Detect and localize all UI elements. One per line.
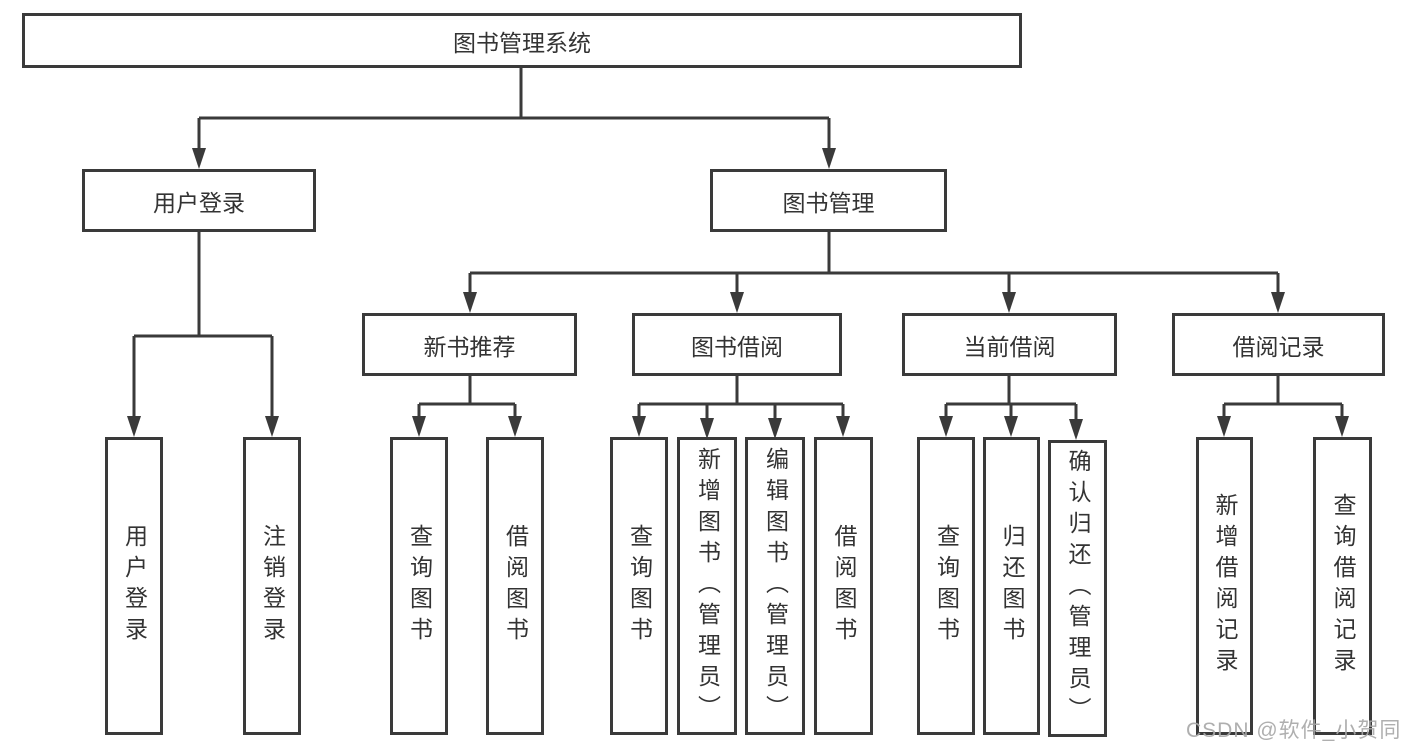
leaf-query-book-borrow: 查询图书: [610, 437, 668, 735]
leaf-label: 归还图书: [999, 524, 1025, 648]
leaf-label: 新增图书（管理员）: [694, 446, 721, 726]
csdn-watermark: CSDN @软件_小贺同学: [1186, 719, 1402, 742]
leaf-borrow-book: 借阅图书: [814, 437, 873, 735]
node-label: 当前借阅: [963, 333, 1056, 360]
node-new-book-recommend: 新书推荐: [362, 313, 577, 376]
leaf-label: 编辑图书（管理员）: [762, 446, 789, 726]
leaf-edit-book-admin: 编辑图书（管理员）: [745, 437, 805, 735]
node-label: 图书借阅: [691, 333, 783, 360]
node-root-system: 图书管理系统: [22, 13, 1022, 68]
node-user-login-branch: 用户登录: [82, 169, 316, 232]
leaf-query-borrow-record: 查询借阅记录: [1313, 437, 1372, 735]
node-book-borrow: 图书借阅: [632, 313, 842, 376]
leaf-label: 新增借阅记录: [1212, 493, 1238, 679]
node-label: 借阅记录: [1232, 333, 1325, 360]
node-borrow-records: 借阅记录: [1172, 313, 1385, 376]
leaf-label: 借阅图书: [831, 524, 857, 648]
leaf-label: 用户登录: [121, 524, 148, 648]
node-book-management-branch: 图书管理: [710, 169, 947, 232]
leaf-label: 借阅图书: [502, 524, 529, 648]
leaf-confirm-return-admin: 确认归还（管理员）: [1048, 440, 1107, 737]
leaf-label: 查询图书: [626, 524, 653, 648]
node-current-borrow: 当前借阅: [902, 313, 1117, 376]
leaf-borrow-book-recommend: 借阅图书: [486, 437, 544, 735]
leaf-add-book-admin: 新增图书（管理员）: [677, 437, 737, 735]
node-label: 用户登录: [153, 189, 245, 216]
arrowheads: [127, 148, 1349, 440]
leaf-logout: 注销登录: [243, 437, 301, 735]
leaf-return-book: 归还图书: [983, 437, 1040, 735]
leaf-label: 注销登录: [259, 524, 286, 648]
node-label: 图书管理: [782, 189, 875, 216]
leaf-label: 确认归还（管理员）: [1065, 449, 1091, 728]
leaf-label: 查询图书: [406, 524, 433, 648]
leaf-query-book-recommend: 查询图书: [390, 437, 448, 735]
leaf-query-book-current: 查询图书: [917, 437, 975, 735]
leaf-user-login: 用户登录: [105, 437, 163, 735]
node-root-label: 图书管理系统: [453, 29, 591, 56]
node-label: 新书推荐: [423, 333, 516, 360]
leaf-add-borrow-record: 新增借阅记录: [1196, 437, 1253, 735]
leaf-label: 查询图书: [933, 524, 960, 648]
leaf-label: 查询借阅记录: [1330, 493, 1356, 679]
